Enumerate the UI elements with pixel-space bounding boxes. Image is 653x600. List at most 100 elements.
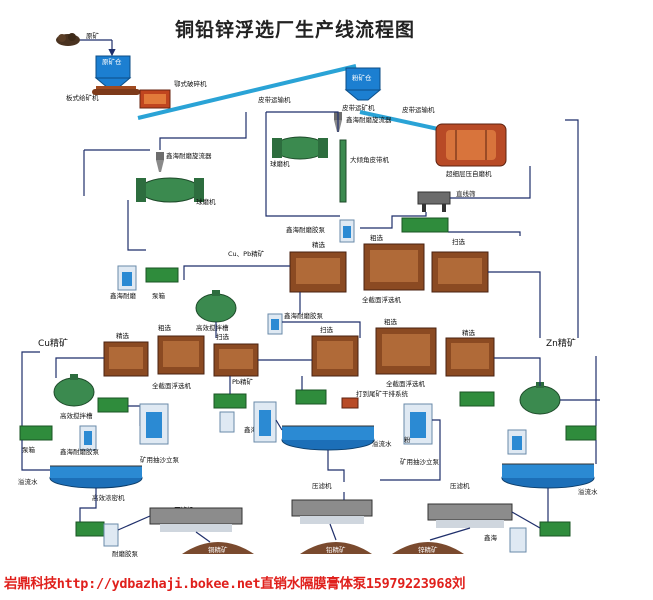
pump-box-zn (459, 391, 495, 407)
cyclone-left (156, 152, 164, 172)
tailing-pump (341, 397, 359, 409)
label-raw-ore-bin: 原矿仓 (102, 57, 122, 66)
raw-ore-bin (94, 55, 132, 89)
ball-mill-left (136, 177, 204, 203)
pump-mid (267, 313, 283, 335)
filter-pipes (117, 492, 541, 543)
label-full-float-2: 全截面浮选机 (152, 381, 192, 390)
label-belt-feeder: 皮带运矿机 (342, 103, 375, 112)
filter-press-1 (149, 507, 243, 532)
label-pb-concentrate: Pb精矿 (232, 377, 254, 386)
label-pump-slurry-2: 鑫海耐磨胶泵 (60, 447, 100, 456)
label-overflow-1: 溢流水 (18, 477, 38, 486)
label-pump-left: 鑫海耐磨 (110, 291, 137, 300)
thickener-pipes (21, 419, 597, 524)
label-pump-bottom: 耐磨胶泵 (112, 549, 139, 558)
agitator-tank-2 (53, 374, 95, 407)
sand-pump-center (253, 401, 277, 443)
agitator-tank-3 (519, 382, 561, 415)
label-filter-press-3: 压滤机 (450, 481, 470, 490)
label-pump-bottom-right: 鑫海 (484, 533, 498, 542)
thickener-1 (49, 465, 143, 489)
label-roughing-2: 粗选 (158, 323, 172, 332)
pump-right (507, 429, 527, 455)
pump-box-4 (219, 411, 235, 433)
label-belt-conveyor-1: 皮带运输机 (258, 95, 291, 104)
label-thickener-1: 高效浓密机 (92, 493, 125, 502)
flotation-cells-row1 (289, 243, 489, 293)
label-overflow-2: 溢流水 (372, 439, 392, 448)
label-scavenging-3: 扫选 (320, 325, 334, 334)
pump-bottom-icon (103, 523, 119, 547)
label-fine-ore-bin: 粉矿仓 (352, 73, 372, 82)
pump-slurry-top (339, 219, 355, 243)
label-full-float-3: 全截面浮选机 (386, 379, 426, 388)
ball-mill-top (272, 136, 328, 160)
label-sand-pump-2: 矿用抽沙立泵 (400, 457, 440, 466)
label-scavenging-2: 扫选 (216, 332, 230, 341)
pump-box-3 (19, 425, 53, 441)
thickener-3 (501, 463, 595, 489)
grinding-pipes (83, 111, 579, 338)
label-overflow-3: 溢流水 (578, 487, 598, 496)
label-lead-conc: 铅精矿 (326, 545, 346, 554)
label-ball-mill-left: 球磨机 (196, 197, 216, 206)
label-sag-mill: 超细层压自磨机 (446, 169, 492, 178)
flotation-pipes-row1 (183, 265, 541, 338)
label-cleaning-3: 精选 (462, 328, 476, 337)
label-pump-xinhai: 鑫海 (244, 425, 258, 434)
label-full-float-1: 全截面浮选机 (362, 295, 402, 304)
belt-conveyor-1 (137, 64, 357, 120)
label-cleaning-1: 精选 (312, 240, 326, 249)
label-agitator-2: 高效搅拌槽 (60, 411, 93, 420)
jaw-crusher (139, 89, 171, 109)
label-cleaning-2: 精选 (116, 331, 130, 340)
pump-box-top-right (401, 217, 449, 233)
label-cupb-concentrate: Cu、Pb精矿 (228, 249, 265, 258)
sand-pump-2 (403, 403, 433, 445)
label-belt-conveyor-2: 皮带运输机 (402, 105, 435, 114)
pump-box-pb (213, 393, 247, 409)
label-pump-mid: 鑫海耐磨胶泵 (284, 311, 324, 320)
label-cu-concentrate: Cu精矿 (38, 337, 68, 349)
label-roughing-1: 粗选 (370, 233, 384, 242)
label-pump-box-left: 泵箱 (152, 291, 166, 300)
pump-box-tail (295, 389, 327, 405)
flotation-cells-row2-left (103, 335, 259, 377)
pump-bottom-right-icon (509, 521, 571, 553)
label-copper-conc: 铜精矿 (208, 545, 228, 554)
label-pump-box-2: 泵箱 (22, 445, 36, 454)
sand-pump-1 (139, 403, 169, 445)
label-cyclone-top: 鑫海耐磨旋流器 (346, 115, 392, 124)
label-plate-feeder: 板式给矿机 (66, 93, 99, 102)
label-scavenging-1: 扫选 (452, 237, 466, 246)
pump-box-5 (565, 425, 597, 441)
lead-concentrate-pile (300, 542, 372, 554)
filter-press-3 (427, 503, 513, 528)
pump-bottom-left (75, 521, 105, 537)
raw-ore-pile (56, 33, 80, 46)
label-zinc-conc: 锌精矿 (418, 545, 438, 554)
footer-banner: 岩鼎科技http://ydbazhaji.bokee.net直销水隔膜膏体泵15… (4, 576, 466, 592)
zinc-concentrate-pile (392, 542, 464, 554)
label-ball-mill-top: 球磨机 (270, 159, 290, 168)
label-incline-belt: 大倾角皮带机 (350, 155, 390, 164)
label-powder: 粉 (404, 435, 411, 444)
label-agitator-1: 高效搅拌槽 (196, 323, 229, 332)
label-tailing-system: 打到尾矿干排系统 (356, 389, 409, 398)
pump-slurry-2 (79, 425, 97, 451)
sag-mill (435, 123, 507, 167)
filter-press-2 (291, 499, 373, 524)
label-raw-ore: 原矿 (86, 31, 100, 40)
label-linear-screen: 直线筛 (456, 189, 476, 198)
fine-ore-bin (344, 67, 382, 101)
label-filter-press-2: 压滤机 (312, 481, 332, 490)
incline-belt-machine (339, 139, 347, 203)
diagram-title: 铜铅锌浮选厂生产线流程图 (175, 18, 415, 41)
pump-left-row1 (117, 265, 137, 291)
agitator-tank-1 (195, 290, 237, 323)
plate-feeder (92, 86, 140, 95)
label-roughing-3: 粗选 (384, 317, 398, 326)
copper-concentrate-pile (182, 542, 254, 554)
